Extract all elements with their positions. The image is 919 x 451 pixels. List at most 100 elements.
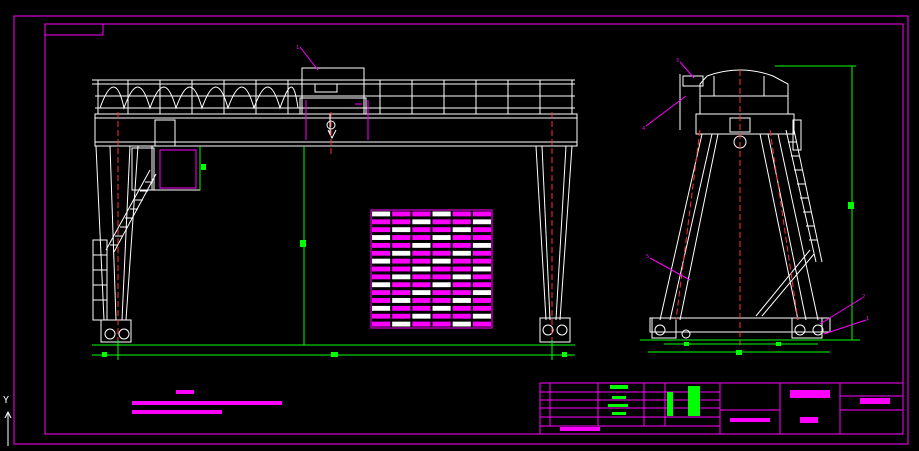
parts-table-cell [412,219,431,225]
side-centerlines [675,70,799,345]
parts-table-cell [412,250,431,256]
parts-table-cell [412,274,431,280]
parts-table-cell [392,242,411,248]
main-girder [92,79,578,147]
parts-table-cell [412,242,431,248]
parts-table-cell [432,266,451,272]
parts-table-cell [432,274,451,280]
callout-side-2: 4 [642,126,645,132]
parts-table-cell [392,282,411,288]
parts-table-cell [452,274,471,280]
ucs-icon [4,410,12,446]
parts-table-cell [372,250,391,256]
parts-table-cell [372,313,391,319]
sheet-frame [13,15,909,445]
parts-table-cell [372,227,391,233]
parts-table-cell [392,250,411,256]
parts-table-cell [472,219,491,225]
parts-table-cell [472,235,491,240]
parts-table-cell [372,219,391,225]
parts-table-cell [432,219,451,225]
parts-table-cell [392,258,411,264]
parts-table-cell [432,250,451,256]
parts-table-cell [452,305,471,311]
side-wheels [651,317,824,339]
parts-table-cell [372,266,391,272]
parts-table-cell [392,298,411,303]
parts-table-cell [472,250,491,256]
parts-table-cell [372,274,391,280]
parts-table-cell [412,290,431,296]
parts-table-cell [372,298,391,303]
parts-table-cell [472,258,491,264]
parts-table-cell [412,313,431,319]
parts-table-cell [412,211,431,217]
parts-table-cell [472,282,491,288]
parts-table-cell [372,211,391,217]
parts-table-cell [392,305,411,311]
ladder [92,169,157,321]
parts-table-cell [452,321,471,327]
parts-table-cell [472,313,491,319]
parts-table-cell [452,282,471,288]
parts-table-cell [432,227,451,233]
left-wheel-bogie [100,319,132,343]
callout-side-1: 3 [676,58,679,64]
parts-table-cell [392,235,411,240]
parts-table-cell [412,305,431,311]
parts-table-cell [412,321,431,327]
parts-table-cell [452,298,471,303]
parts-table-cell [432,282,451,288]
parts-table-cell [392,313,411,319]
technical-notes [132,390,282,414]
side-view: 3 4 5 2 1 [640,58,869,355]
callout-side-5: 1 [866,316,869,322]
parts-table-cell [472,290,491,296]
trolley [299,67,367,140]
parts-table-cell [472,266,491,272]
parts-table-cell [372,242,391,248]
parts-table-cell [432,242,451,248]
parts-table-cell [472,274,491,280]
parts-table-cell [432,235,451,240]
parts-table-cell [412,282,431,288]
parts-table-cell [432,211,451,217]
parts-table-cell [452,242,471,248]
parts-table-cell [432,305,451,311]
parts-table-cell [392,274,411,280]
right-wheel-bogie [539,317,571,343]
parts-table-cell [472,211,491,217]
parts-table-cell [392,227,411,233]
front-leader [299,46,319,71]
parts-table-cell [412,258,431,264]
side-leaders [645,61,867,335]
parts-table [370,209,493,329]
callout-side-4: 2 [862,294,865,300]
callout-front: 1 [296,45,299,51]
parts-table-cell [372,282,391,288]
parts-table-cell [452,290,471,296]
parts-table-cell [432,313,451,319]
parts-table-cell [432,321,451,327]
right-leg [535,145,573,321]
parts-table-cell [432,298,451,303]
parts-table-cell [472,305,491,311]
parts-table-cell [372,258,391,264]
side-frame [649,74,831,333]
ucs-axis-label: Y [3,395,10,406]
parts-table-cell [452,266,471,272]
parts-table-cell [412,298,431,303]
parts-table-cell [452,258,471,264]
parts-table-rows [372,211,491,327]
parts-table-cell [432,290,451,296]
parts-table-cell [372,305,391,311]
parts-table-cell [452,250,471,256]
parts-table-cell [452,313,471,319]
parts-table-cell [372,290,391,296]
parts-table-cell [392,211,411,217]
centerlines [117,112,553,345]
front-view: 1 [92,45,578,360]
parts-table-cell [472,227,491,233]
parts-table-cell [392,290,411,296]
